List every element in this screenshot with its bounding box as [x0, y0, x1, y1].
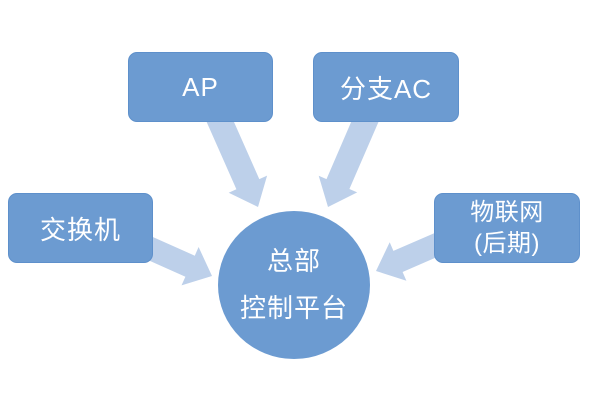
node-iot-label-line1: 物联网 [470, 199, 544, 226]
node-branch-ac: 分支AC [313, 52, 459, 122]
node-headquarters-control-platform: 总部 控制平台 [218, 211, 370, 359]
arrow-ap-to-center [203, 104, 268, 207]
node-switch: 交换机 [8, 193, 153, 263]
node-branch-ac-label: 分支AC [339, 73, 433, 104]
node-iot: 物联网 (后期) [434, 193, 580, 263]
node-ap-label: AP [182, 71, 219, 102]
node-iot-label-line2: (后期) [474, 230, 540, 257]
node-ap: AP [128, 52, 273, 122]
node-switch-label: 交换机 [39, 214, 121, 245]
center-label-line2: 控制平台 [239, 293, 348, 323]
arrow-branch-ac-to-center [318, 105, 382, 207]
center-label-line1: 总部 [266, 246, 321, 276]
